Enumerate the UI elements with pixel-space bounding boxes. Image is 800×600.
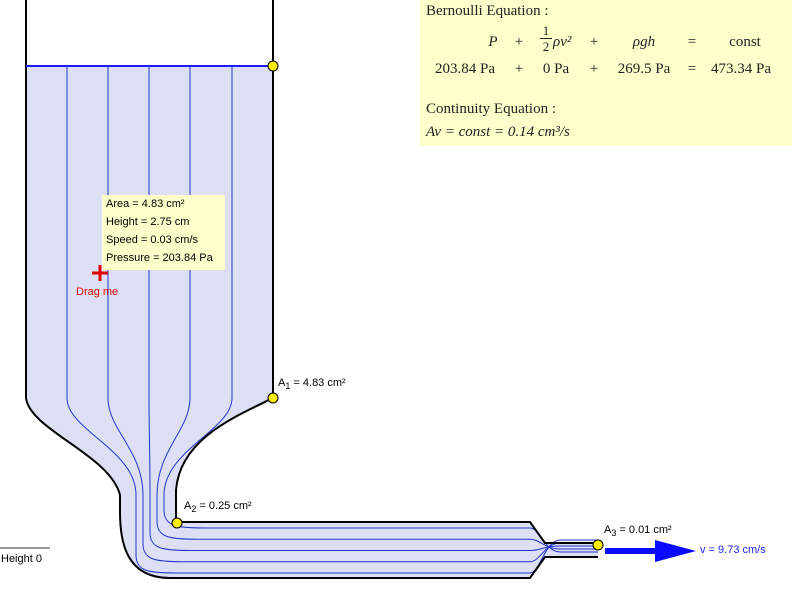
value-dynamic-pressure: 0 Pa (542, 61, 570, 77)
container-wall-right (175, 0, 598, 544)
bernoulli-plus-2: + (589, 34, 599, 50)
bernoulli-half-fraction: 1 2 (540, 24, 552, 53)
streamline (156, 66, 598, 550)
continuity-title: Continuity Equation : (426, 101, 556, 117)
a2-label: A2 = 0.25 cm² (184, 500, 252, 514)
drag-hint: Drag me (76, 286, 119, 298)
a3-prefix: A (604, 524, 612, 536)
streamline (148, 66, 598, 551)
value-plus-2: + (589, 61, 599, 77)
probe-speed: Speed = 0.03 cm/s (106, 234, 199, 246)
surface-level-handle[interactable] (267, 60, 279, 72)
a2-subscript: 2 (191, 504, 197, 515)
probe-info-box: Area = 4.83 cm² Height = 2.75 cm Speed =… (102, 195, 225, 270)
a1-handle[interactable] (267, 392, 279, 404)
bernoulli-title: Bernoulli Equation : (426, 3, 549, 19)
bernoulli-equals: = (687, 34, 697, 50)
bernoulli-term-const: const (729, 34, 761, 50)
value-pressure: 203.84 Pa (435, 61, 495, 77)
probe-area: Area = 4.83 cm² (106, 198, 185, 210)
bernoulli-term-rho-g-h: ρgh (632, 34, 656, 50)
outflow-velocity-label: v = 9.73 cm/s (700, 544, 766, 556)
a3-value: = 0.01 cm² (616, 524, 672, 536)
container-wall-left (25, 0, 598, 579)
bernoulli-term-p: P (488, 34, 498, 50)
a2-prefix: A (184, 500, 192, 512)
bernoulli-term-rho-v2: ρv² (553, 34, 572, 50)
a1-prefix: A (278, 377, 286, 389)
a1-subscript: 1 (285, 381, 291, 392)
a2-handle[interactable] (171, 517, 183, 529)
continuity-equation: Av = const = 0.14 cm³/s (426, 124, 570, 140)
probe-pressure: Pressure = 203.84 Pa (106, 252, 213, 264)
streamline (66, 66, 598, 574)
a3-label: A3 = 0.01 cm² (604, 524, 672, 538)
equation-text-layer: Bernoulli Equation : P + 1 2 ρv² + ρgh =… (0, 0, 800, 150)
a1-label: A1 = 4.83 cm² (278, 377, 346, 391)
bernoulli-plus-1: + (514, 34, 524, 50)
a3-handle[interactable] (592, 539, 604, 551)
value-plus-1: + (514, 61, 524, 77)
probe-cross-icon[interactable] (92, 265, 108, 281)
a2-value: = 0.25 cm² (196, 500, 252, 512)
equation-panel (420, 0, 792, 146)
value-hydrostatic-pressure: 269.5 Pa (617, 61, 671, 77)
value-equals: = (687, 61, 697, 77)
a1-value: = 4.83 cm² (290, 377, 346, 389)
height-zero-label: Height 0 (1, 553, 42, 565)
value-total: 473.34 Pa (711, 61, 771, 77)
probe-height: Height = 2.75 cm (106, 216, 190, 228)
fraction-denominator: 2 (542, 39, 550, 54)
velocity-arrow (605, 540, 696, 562)
a3-subscript: 3 (611, 528, 617, 539)
fraction-numerator: 1 (542, 23, 550, 38)
streamline (107, 66, 598, 563)
